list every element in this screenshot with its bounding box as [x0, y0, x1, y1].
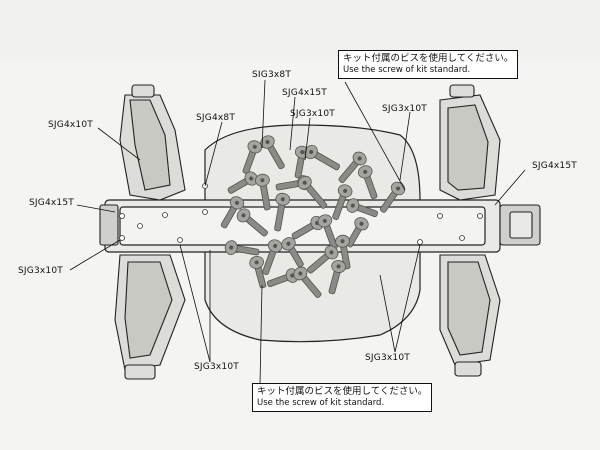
label-sjg3x10t-top-right: SJG3x10T: [382, 104, 427, 114]
label-sig3x8t: SIG3x8T: [252, 70, 292, 80]
screw: [338, 151, 367, 184]
screw: [281, 237, 304, 268]
note-top-jp: キット付属のビスを使用してください。: [343, 53, 514, 64]
screw: [335, 234, 351, 270]
label-sjg3x10t-bottom-right: SJG3x10T: [365, 353, 410, 363]
screw: [224, 240, 260, 256]
note-bottom: キット付属のビスを使用してください。 Use the screw of kit …: [252, 383, 433, 412]
note-bottom-jp: キット付属のビスを使用してください。: [257, 386, 428, 397]
screw: [262, 239, 283, 275]
screw: [236, 208, 269, 237]
left-suspension: [99, 84, 186, 380]
screw: [346, 217, 369, 248]
label-sjg4x15t-top: SJG4x15T: [282, 88, 327, 98]
label-sjg3x10t-bottom-left: SJG3x10T: [194, 362, 239, 372]
screw: [328, 260, 346, 295]
screw: [220, 196, 245, 229]
leader-lines: [69, 79, 526, 386]
screw: [304, 144, 341, 171]
screw: [379, 181, 406, 213]
screw: [274, 192, 291, 232]
label-sjg4x8t: SJG4x8T: [196, 113, 236, 123]
label-sjg3x10t-left: SJG3x10T: [18, 266, 63, 276]
screw: [332, 184, 353, 220]
note-bottom-en: Use the screw of kit standard.: [257, 398, 385, 408]
screw-pile: [220, 135, 406, 299]
label-sjg4x15t-right: SJG4x15T: [532, 161, 577, 171]
note-top: キット付属のビスを使用してください。 Use the screw of kit …: [338, 50, 519, 79]
screw: [255, 173, 271, 211]
label-sjg3x10t-top-center: SJG3x10T: [290, 109, 335, 119]
screw: [227, 171, 258, 194]
screw: [306, 245, 339, 274]
right-suspension: [439, 84, 541, 377]
screw: [242, 140, 263, 175]
note-top-en: Use the screw of kit standard.: [343, 65, 471, 75]
screw: [317, 214, 338, 250]
screw: [293, 266, 322, 299]
screw: [249, 255, 267, 289]
screw: [260, 135, 285, 170]
screw: [346, 198, 379, 218]
screw: [357, 165, 378, 200]
screw: [297, 175, 328, 209]
label-sjg4x10t: SJG4x10T: [48, 120, 93, 130]
label-sjg4x15t-left: SJG4x15T: [29, 198, 74, 208]
